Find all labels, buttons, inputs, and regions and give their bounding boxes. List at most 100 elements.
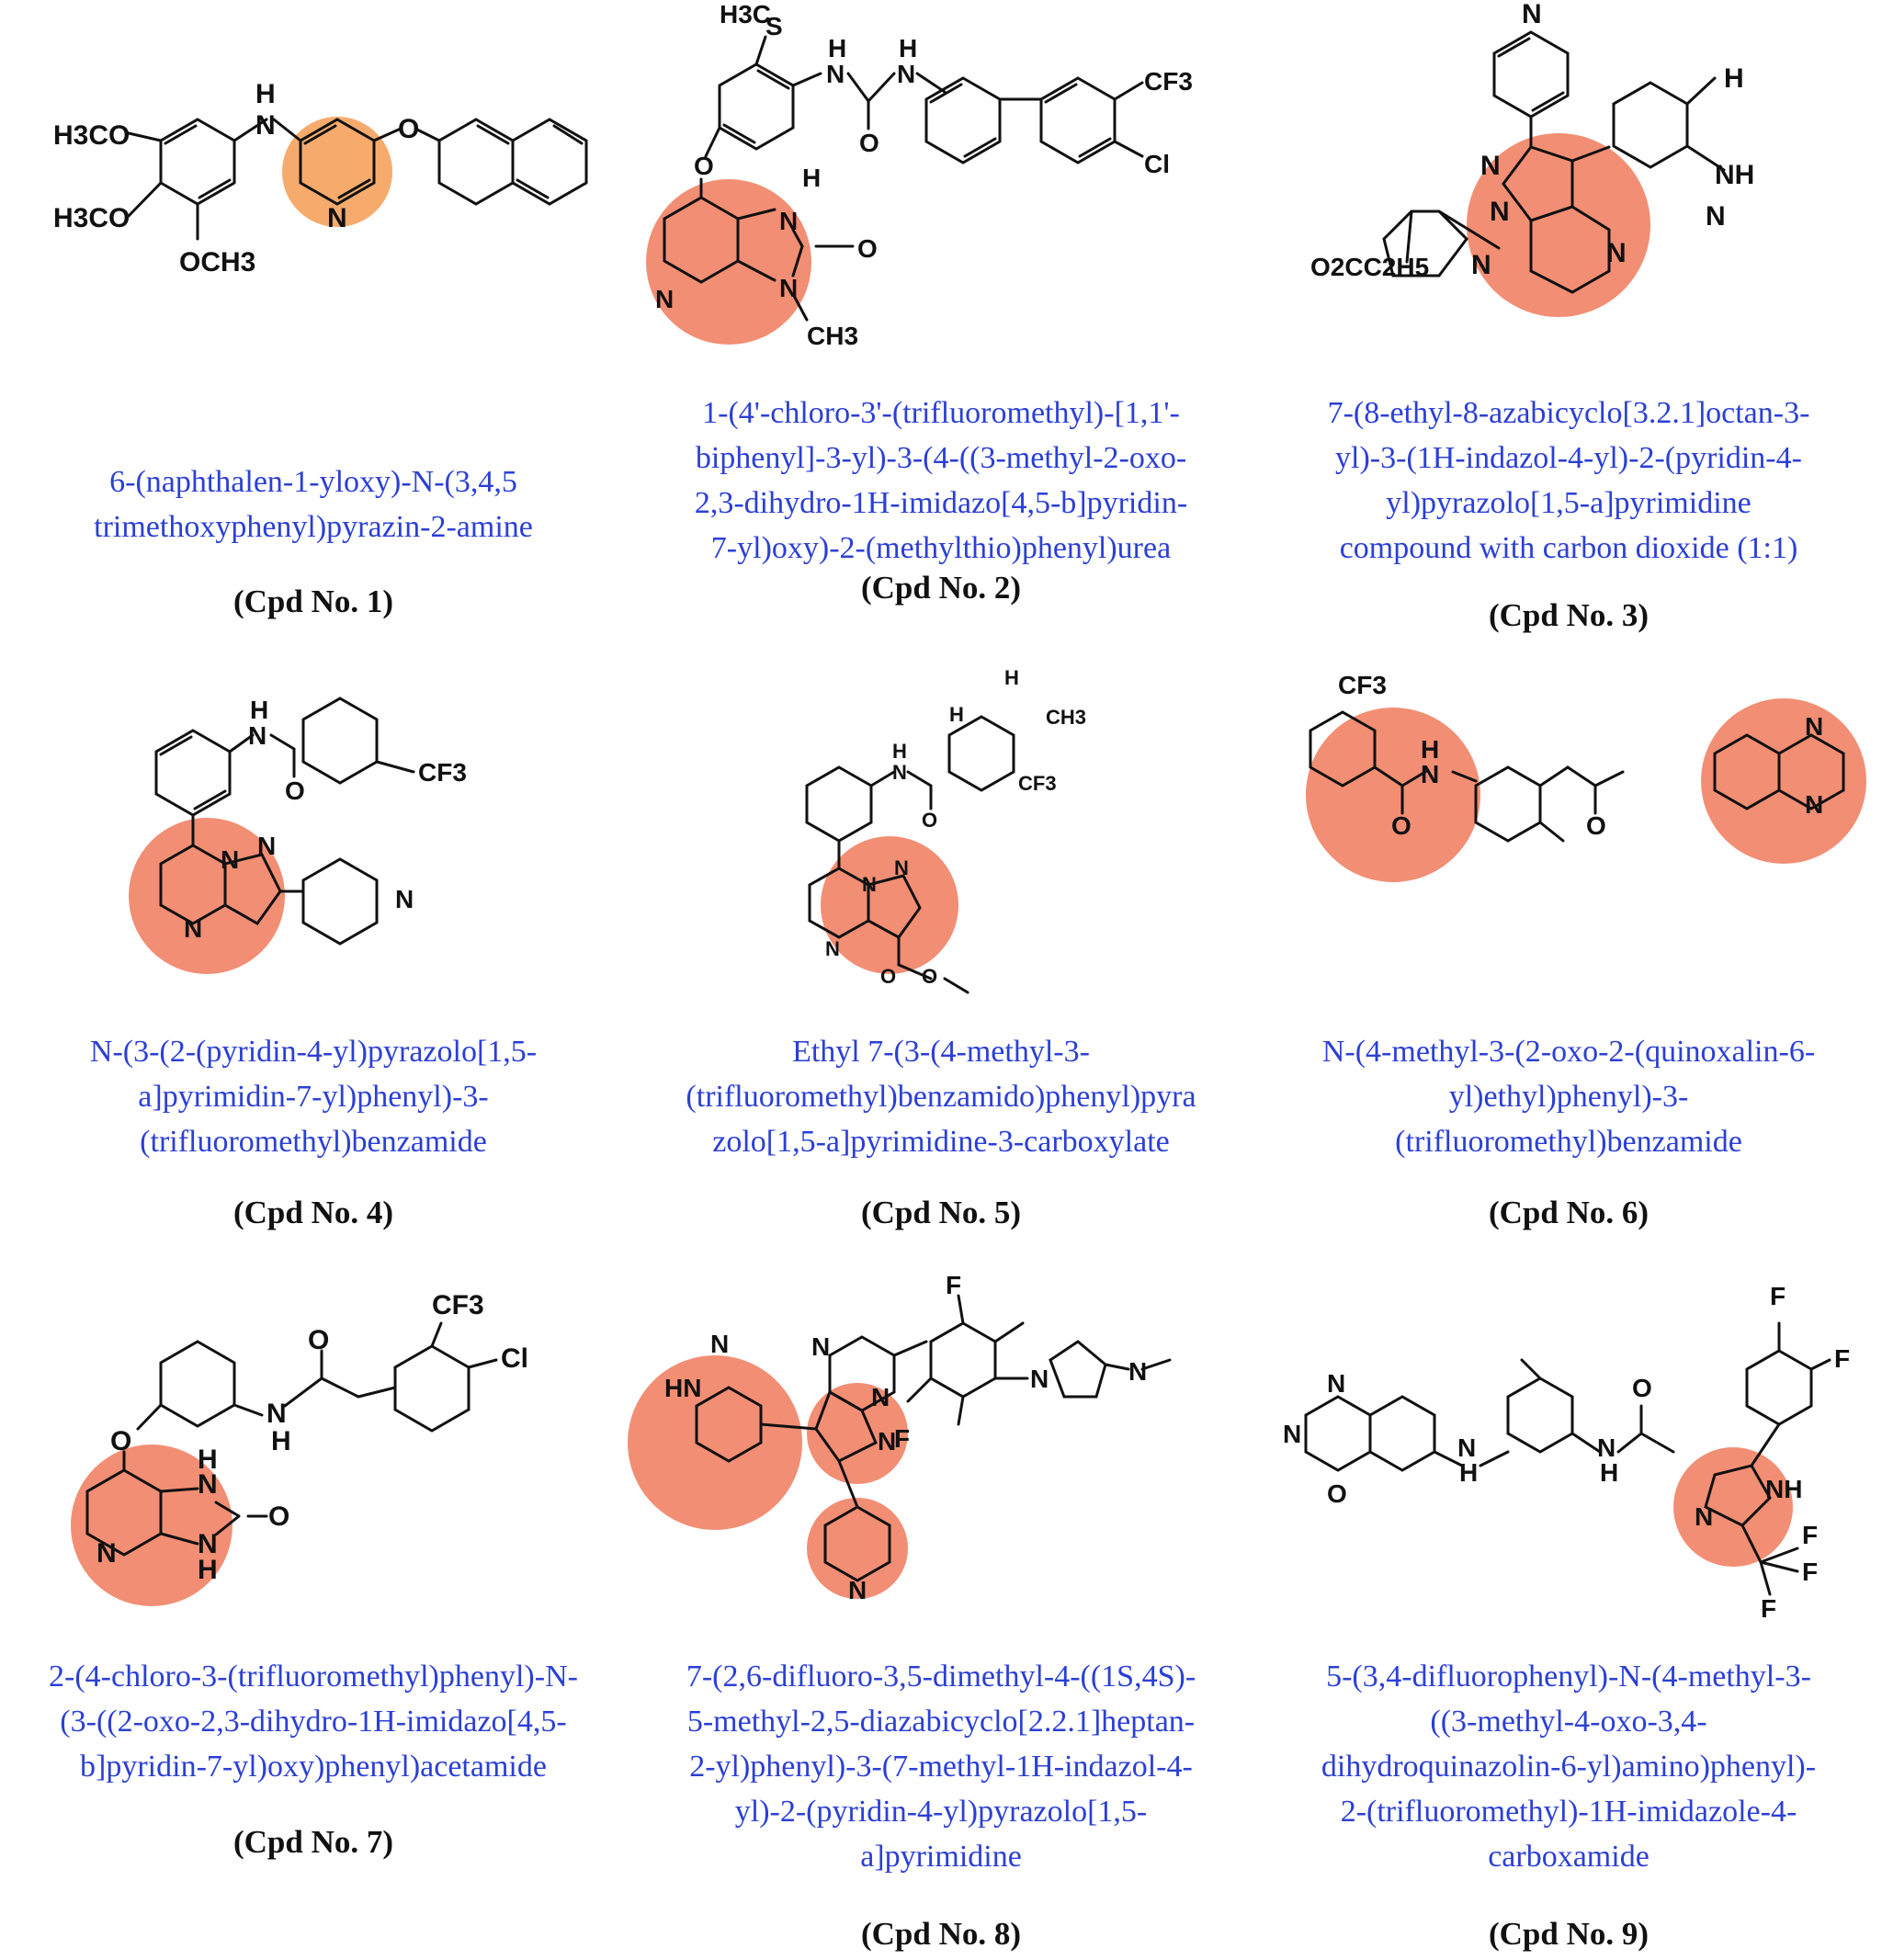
- name-line: yl)pyrazolo[1,5-a]pyrimidine: [1386, 486, 1752, 520]
- name-line: yl)-2-(pyridin-4-yl)pyrazolo[1,5-: [734, 1795, 1148, 1829]
- name-line: N-(4-methyl-3-(2-oxo-2-(quinoxalin-6-: [1321, 1035, 1816, 1069]
- atom-label: N: [1695, 1502, 1713, 1531]
- compound-name-5: Ethyl 7-(3-(4-methyl-3- (trifluoromethyl…: [628, 1029, 1254, 1164]
- molecule-drawing-2: H3C S H N H N O CF3 Cl O H N O N N CH3: [646, 0, 1193, 350]
- name-line: 5-(3,4-difluorophenyl)-N-(4-methyl-3-: [1326, 1660, 1811, 1694]
- atom-label: N: [655, 285, 674, 313]
- name-line: 2-yl)phenyl)-3-(7-methyl-1H-indazol-4-: [689, 1750, 1193, 1784]
- highlight-circle: [282, 117, 392, 227]
- name-line: 2-(trifluoromethyl)-1H-imidazole-4-: [1340, 1795, 1797, 1829]
- highlight-circle: [628, 1355, 802, 1530]
- molecule-drawing-5: H H CH3 H N O CF3 N N N O O: [805, 666, 1086, 994]
- atom-label: O: [694, 152, 714, 180]
- highlight-circle: [807, 1383, 908, 1484]
- atom-label: N: [1490, 197, 1510, 227]
- compound-name-3: 7-(8-ethyl-8-azabicyclo[3.2.1]octan-3- y…: [1255, 391, 1882, 571]
- atom-label: N: [184, 914, 202, 943]
- atom-label: O: [110, 1426, 131, 1456]
- compound-label-2: (Cpd No. 2): [860, 570, 1022, 606]
- atom-label: H: [271, 1426, 291, 1456]
- atom-label: H: [198, 1445, 218, 1475]
- structure-5: H H CH3 H N O CF3 N N N O O: [628, 662, 1254, 1011]
- atom-label: CF3: [432, 1290, 484, 1320]
- atom-label: H: [1600, 1458, 1618, 1487]
- atom-label: O: [308, 1325, 329, 1355]
- name-line: 7-yl)oxy)-2-(methylthio)phenyl)urea: [710, 531, 1172, 565]
- compound-name-2: 1-(4'-chloro-3'-(trifluoromethyl)-[1,1'-…: [628, 391, 1254, 571]
- molecule-drawing-7: CF3 Cl O N H O H N O N N H: [71, 1290, 528, 1606]
- name-line: 2-(4-chloro-3-(trifluoromethyl)phenyl)-N…: [49, 1660, 578, 1694]
- compound-card-6: CF3 H N O O N N N-(4-methyl-3-(2-oxo-2-(…: [1255, 662, 1882, 1250]
- structure-4: H N O CF3 N N N N: [0, 662, 627, 1011]
- compound-label-6: (Cpd No. 6): [1488, 1195, 1650, 1230]
- compound-name-8: 7-(2,6-difluoro-3,5-dimethyl-4-((1S,4S)-…: [628, 1654, 1254, 1879]
- highlight-circle: [646, 179, 811, 345]
- compound-card-3: N H NH N N N N O2CC2H5 N 7-(8-ethyl-8-az…: [1255, 0, 1882, 643]
- atom-label: N: [826, 60, 845, 88]
- compound-label-5: (Cpd No. 5): [860, 1195, 1022, 1230]
- name-line: dihydroquinazolin-6-yl)amino)phenyl)-: [1321, 1750, 1817, 1784]
- atom-label: N: [779, 207, 798, 235]
- atom-label: N: [1480, 151, 1501, 181]
- atom-label: O: [922, 965, 937, 988]
- compound-card-7: CF3 Cl O N H O H N O N N H 2-(4-chloro-3…: [0, 1268, 627, 1865]
- atom-label: N: [862, 873, 877, 896]
- atom-label: F: [1761, 1594, 1776, 1623]
- atom-label: O: [857, 234, 878, 263]
- atom-label: N: [1471, 250, 1491, 280]
- atom-label: N: [266, 1399, 287, 1429]
- atom-label: N: [248, 721, 266, 750]
- structure-9: F F N O N NH N H N H O N F F F: [1255, 1268, 1882, 1636]
- atom-label: CF3: [1144, 67, 1193, 96]
- name-line: 7-(2,6-difluoro-3,5-dimethyl-4-((1S,4S)-: [686, 1660, 1196, 1694]
- atom-label: H: [1421, 735, 1439, 764]
- name-line: ((3-methyl-4-oxo-3,4-: [1430, 1705, 1707, 1739]
- atom-label: OCH3: [179, 247, 255, 278]
- atom-label: N: [1283, 1420, 1301, 1448]
- name-line: (trifluoromethyl)benzamide: [140, 1125, 487, 1159]
- atom-label: N: [894, 856, 909, 879]
- atom-label: N: [1421, 760, 1439, 788]
- atom-label: H: [1459, 1458, 1478, 1487]
- atom-label: H3CO: [53, 203, 130, 233]
- structure-7: CF3 Cl O N H O H N O N N H: [0, 1268, 627, 1636]
- name-line: (trifluoromethyl)benzamide: [1395, 1125, 1742, 1159]
- atom-label: H: [949, 703, 964, 726]
- name-line: 6-(naphthalen-1-yloxy)-N-(3,4,5: [109, 465, 517, 499]
- molecule-drawing-8: F N N HN N N F N N N: [628, 1271, 1172, 1604]
- name-line: a]pyrimidine: [860, 1840, 1022, 1874]
- highlight-circle: [1467, 133, 1650, 317]
- molecule-drawing-1: H3CO H3CO OCH3 H N N O: [53, 79, 588, 278]
- atom-label: F: [1770, 1282, 1786, 1310]
- compound-label-9: (Cpd No. 9): [1488, 1916, 1650, 1952]
- atom-label: O: [880, 965, 896, 988]
- atom-label: N: [255, 110, 276, 141]
- atom-label: N: [710, 1330, 729, 1358]
- atom-label: N: [198, 1469, 218, 1500]
- atom-label: N: [395, 885, 414, 913]
- atom-label: N: [257, 832, 276, 860]
- name-line: 1-(4'-chloro-3'-(trifluoromethyl)-[1,1'-: [702, 396, 1180, 430]
- compound-card-1: H3CO H3CO OCH3 H N N O 6-(naphthalen-1-y…: [0, 0, 627, 643]
- atom-label: N: [1457, 1433, 1476, 1462]
- name-line: a]pyrimidin-7-yl)phenyl)-3-: [138, 1080, 489, 1114]
- compound-name-1: 6-(naphthalen-1-yloxy)-N-(3,4,5 trimetho…: [0, 459, 627, 549]
- structure-8: F N N HN N N F N N N: [628, 1268, 1254, 1636]
- structure-2: H3C S H N H N O CF3 Cl O H N O N N CH3: [628, 0, 1254, 368]
- name-line: 2,3-dihydro-1H-imidazo[4,5-b]pyridin-: [694, 486, 1188, 520]
- molecule-drawing-4: H N O CF3 N N N N: [129, 696, 467, 974]
- atom-label: N: [892, 761, 907, 784]
- atom-label: H: [802, 164, 821, 192]
- atom-label: O: [859, 129, 879, 157]
- atom-label: N: [1597, 1433, 1616, 1462]
- compound-card-8: F N N HN N N F N N N 7-(2,6-difluoro-3,5…: [628, 1268, 1254, 1960]
- atom-label: N: [1327, 1369, 1345, 1398]
- atom-label: N: [1805, 712, 1823, 741]
- highlight-circle: [807, 1498, 908, 1599]
- compound-card-2: H3C S H N H N O CF3 Cl O H N O N N CH3 1…: [628, 0, 1254, 643]
- atom-label: N: [1522, 0, 1542, 29]
- atom-label: CH3: [1046, 706, 1086, 729]
- highlight-circle: [1306, 708, 1480, 882]
- atom-label: N: [871, 1383, 890, 1411]
- name-line: Ethyl 7-(3-(4-methyl-3-: [792, 1035, 1090, 1069]
